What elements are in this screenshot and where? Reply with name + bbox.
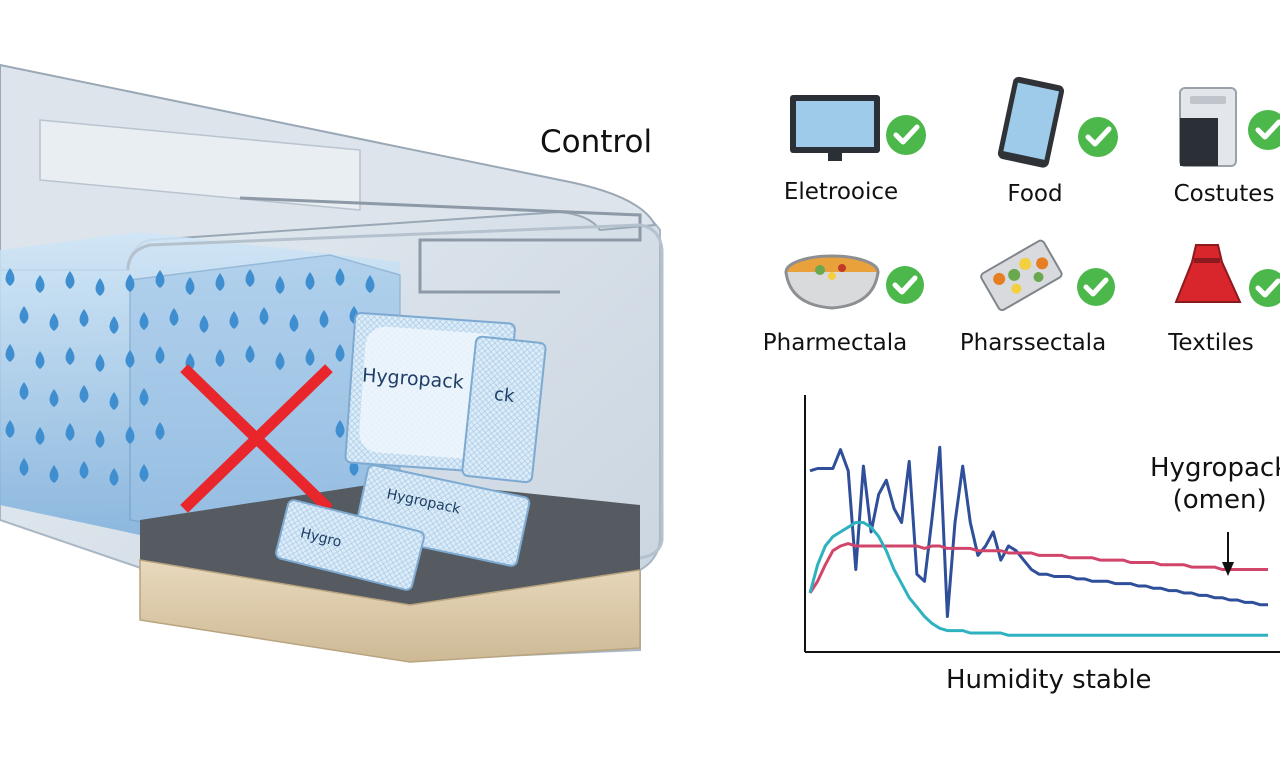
water-droplet [275, 276, 285, 294]
water-droplet [49, 465, 59, 483]
category-label-pharma: Pharmectala [762, 330, 908, 356]
hygropack-sachet-small-2 [275, 499, 425, 591]
water-droplet [139, 388, 149, 406]
water-droplet [35, 427, 45, 445]
water-droplet [155, 346, 165, 364]
series-line-3 [808, 521, 1268, 637]
water-droplet [49, 313, 59, 331]
cross-icon [180, 364, 333, 513]
water-droplet [275, 352, 285, 370]
water-droplet [109, 316, 119, 334]
water-droplet [5, 344, 15, 362]
water-droplet [79, 385, 89, 403]
water-droplet [229, 311, 239, 329]
water-droplet [319, 310, 329, 328]
water-droplet [139, 312, 149, 330]
series-annotation-line1: Hygropack [1150, 453, 1280, 483]
check-icon [1077, 268, 1115, 306]
series-annotation-line2: (omen) [1172, 485, 1267, 515]
water-droplet [335, 420, 345, 438]
water-droplet [199, 315, 209, 333]
water-droplet [139, 464, 149, 482]
water-droplet [79, 309, 89, 327]
monitor-icon [790, 95, 880, 161]
dress-icon [1174, 244, 1242, 303]
check-icon [886, 115, 926, 155]
water-droplet [19, 382, 29, 400]
water-droplet [305, 348, 315, 366]
water-droplet [215, 349, 225, 367]
water-droplet [335, 268, 345, 286]
container-base [139, 559, 641, 663]
pack-label-partial: ck [492, 383, 516, 408]
water-droplet [35, 351, 45, 369]
water-droplet [35, 275, 45, 293]
water-droplets [5, 268, 389, 486]
category-label-textiles: Textiles [1168, 330, 1254, 356]
x-axis-label: Humidity stable [946, 665, 1152, 695]
check-icon [886, 266, 924, 304]
water-droplet [185, 277, 195, 295]
water-droplet [109, 468, 119, 486]
water-droplet [49, 389, 59, 407]
water-droplet [259, 307, 269, 325]
water-droplet [5, 420, 15, 438]
water-droplet [65, 271, 75, 289]
water-droplet [169, 308, 179, 326]
water-droplet [125, 274, 135, 292]
water-droplet [65, 347, 75, 365]
water-droplet [155, 422, 165, 440]
category-label-food: Food [1007, 181, 1063, 207]
appliance-icon [1179, 87, 1237, 167]
water-droplet [19, 306, 29, 324]
category-label-cosmetics: Costutes [1173, 181, 1275, 207]
food-tray-icon [980, 239, 1063, 312]
water-droplet [125, 350, 135, 368]
series-line-2 [808, 542, 1268, 594]
soup-bowl-icon [784, 254, 880, 310]
water-droplet [19, 458, 29, 476]
check-icon [1078, 117, 1118, 157]
water-droplet [155, 270, 165, 288]
water-droplet [365, 275, 375, 293]
check-icon [1248, 110, 1280, 150]
water-droplet [245, 345, 255, 363]
water-droplet [289, 314, 299, 332]
category-label-pharma-2: Pharssectala [959, 330, 1107, 356]
water-droplet [65, 423, 75, 441]
annotation-arrow [1222, 532, 1234, 576]
water-droplet [95, 354, 105, 372]
water-droplet [79, 461, 89, 479]
category-label-electronics: Eletrooice [783, 179, 899, 205]
water-droplet [95, 278, 105, 296]
water-droplet [95, 430, 105, 448]
water-droplet [215, 273, 225, 291]
water-droplet [335, 344, 345, 362]
check-icon [1249, 269, 1280, 307]
series-line-1 [809, 445, 1268, 618]
water-droplet [5, 268, 15, 286]
humidity-chart [804, 395, 1280, 653]
hygropack-sachet-back [461, 335, 547, 484]
water-droplet [245, 269, 255, 287]
water-droplet [109, 392, 119, 410]
water-droplet [125, 426, 135, 444]
series-annotation: Hygropack (omen) [1150, 452, 1280, 516]
control-label: Control [540, 124, 653, 160]
water-droplet [305, 272, 315, 290]
tablet-icon [997, 76, 1065, 168]
